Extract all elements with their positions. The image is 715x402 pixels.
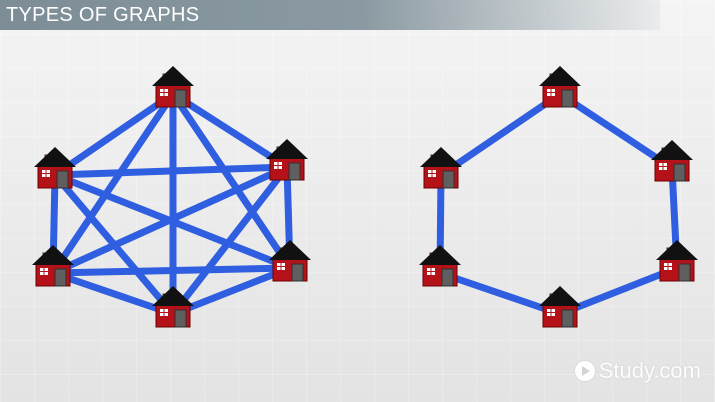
house-icon [538, 65, 582, 108]
house-icon [418, 244, 462, 287]
left-graph-edge [169, 90, 294, 272]
title-bar: TYPES OF GRAPHS [0, 0, 660, 30]
house-icon [151, 65, 195, 108]
right-graph-edge [437, 90, 564, 179]
house-icon [655, 239, 699, 282]
left-graph-edge [51, 171, 294, 272]
house-icon [33, 146, 77, 189]
house-icon [419, 146, 463, 189]
right-graph-nodes [418, 65, 699, 328]
right-graph-edge [436, 269, 564, 318]
right-graph-edges [436, 90, 681, 318]
house-icon [650, 139, 694, 182]
left-graph-edges [49, 90, 294, 318]
left-graph-edge [49, 264, 294, 277]
right-graph-edge [556, 264, 681, 318]
left-graph-edge [169, 90, 291, 171]
right-graph-edge [556, 90, 676, 172]
watermark-text: Study.com [598, 358, 701, 383]
left-graph-edge [49, 90, 177, 277]
left-graph-edge [51, 163, 291, 179]
left-graph-edge [51, 171, 177, 318]
page-title: TYPES OF GRAPHS [6, 4, 200, 26]
house-icon [265, 138, 309, 181]
left-graph-edge [169, 264, 294, 318]
play-icon [574, 361, 595, 381]
left-graph-edge [49, 269, 177, 318]
watermark: Study.com [574, 358, 701, 384]
house-icon [538, 285, 582, 328]
left-graph-edge [51, 90, 177, 179]
